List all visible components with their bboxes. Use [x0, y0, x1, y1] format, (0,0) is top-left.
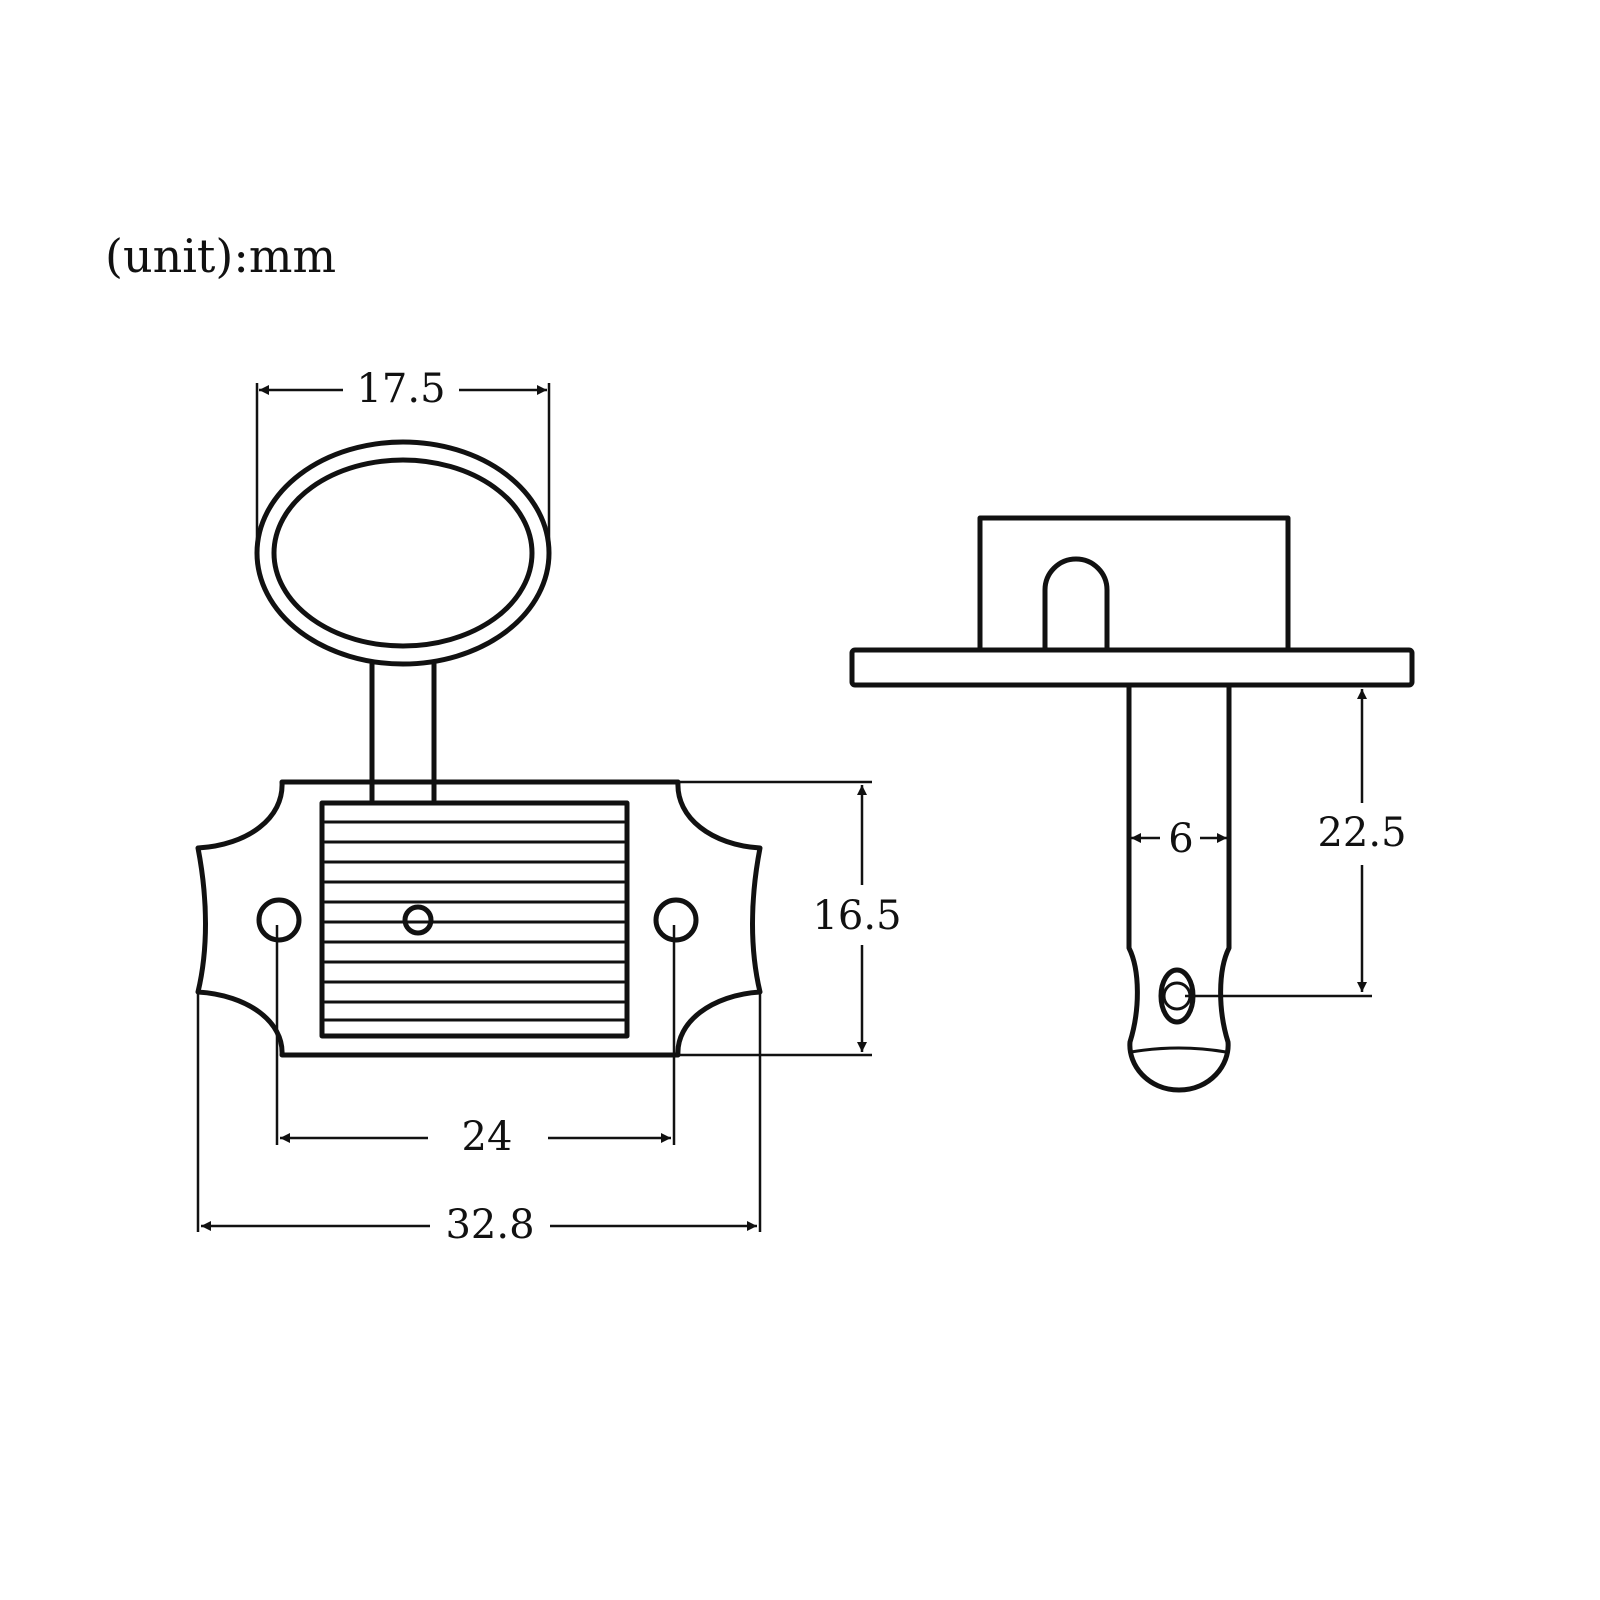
dim-plate-height: 16.5 [678, 780, 902, 1057]
dim-overall-width: 32.8 [196, 992, 762, 1248]
string-post [1126, 682, 1232, 1093]
mounting-hole-right [653, 897, 699, 943]
tuning-knob [254, 439, 552, 667]
side-housing [977, 515, 1291, 653]
gear-housing [319, 800, 630, 1039]
unit-label: (unit):mm [105, 229, 336, 283]
side-flange [849, 647, 1415, 688]
dim-hole-spacing-label: 24 [462, 1114, 513, 1160]
dim-post-length: 22.5 [1185, 689, 1407, 998]
dim-hole-spacing: 24 [275, 925, 676, 1160]
dim-post-diameter-label: 6 [1168, 816, 1193, 862]
dim-knob-width: 17.5 [255, 366, 551, 555]
dim-post-diameter: 6 [1131, 816, 1227, 862]
center-screw-hole [402, 904, 434, 936]
dim-plate-height-label: 16.5 [812, 893, 901, 939]
dim-post-length-label: 22.5 [1317, 810, 1406, 856]
base-plate [195, 779, 763, 1058]
dim-knob-width-label: 17.5 [356, 366, 445, 412]
mounting-hole-left [256, 897, 302, 943]
side-view: 6 22.5 [849, 515, 1415, 1093]
dim-overall-width-label: 32.8 [445, 1202, 534, 1248]
knob-shaft [369, 661, 437, 803]
front-view: 17.5 16.5 24 32.8 [195, 366, 902, 1248]
